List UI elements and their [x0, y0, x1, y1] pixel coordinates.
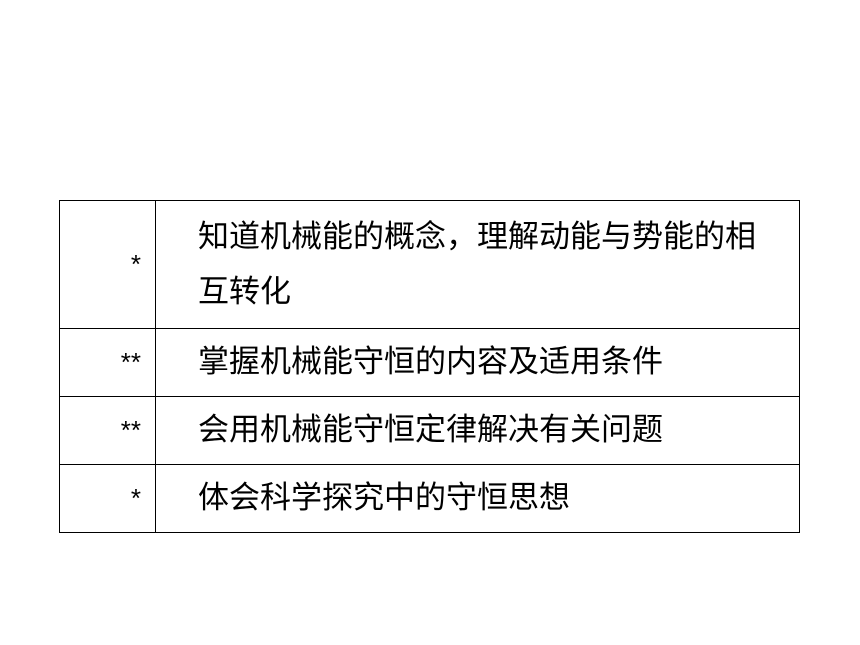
objective-text: 掌握机械能守恒的内容及适用条件: [155, 328, 800, 397]
objective-text: 体会科学探究中的守恒思想: [155, 464, 800, 533]
objective-text: 会用机械能守恒定律解决有关问题: [155, 396, 800, 465]
objective-text: 知道机械能的概念，理解动能与势能的相互转化: [155, 200, 800, 329]
table-row: ** 掌握机械能守恒的内容及适用条件: [59, 328, 800, 397]
table-row: * 知道机械能的概念，理解动能与势能的相互转化: [59, 200, 800, 329]
requirement-level: *: [59, 464, 156, 533]
table-row: ** 会用机械能守恒定律解决有关问题: [59, 396, 800, 465]
requirement-level: **: [59, 328, 156, 397]
requirement-level: **: [59, 396, 156, 465]
objectives-table: * 知道机械能的概念，理解动能与势能的相互转化 ** 掌握机械能守恒的内容及适用…: [59, 200, 800, 533]
table-row: * 体会科学探究中的守恒思想: [59, 464, 800, 533]
requirement-level: *: [59, 200, 156, 329]
